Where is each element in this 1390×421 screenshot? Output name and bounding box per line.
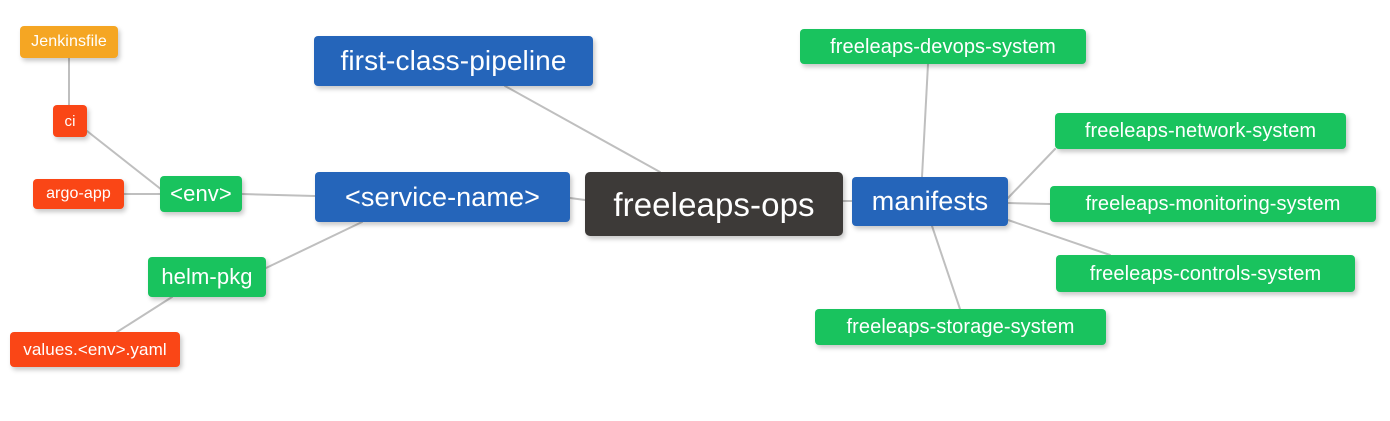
edge-manifests-networksystem: [1007, 148, 1056, 199]
node-label: first-class-pipeline: [340, 45, 567, 76]
node-freeleaps-devops-system[interactable]: freeleaps-devops-system: [800, 29, 1086, 64]
node-first-class-pipeline[interactable]: first-class-pipeline: [314, 36, 593, 86]
edge-firstclasspipeline-root: [504, 85, 661, 173]
node-label: values.<env>.yaml: [23, 340, 167, 359]
node-label: freeleaps-monitoring-system: [1085, 193, 1341, 215]
node-label: argo-app: [46, 185, 111, 202]
node-label: freeleaps-devops-system: [830, 35, 1056, 58]
node-service-name[interactable]: <service-name>: [315, 172, 570, 222]
edge-valuesyaml-helmpkg: [116, 296, 173, 333]
node-label: <service-name>: [345, 181, 540, 212]
node-label: freeleaps-ops: [613, 185, 815, 223]
node-label: Jenkinsfile: [31, 33, 107, 50]
node-argo-app[interactable]: argo-app: [33, 179, 124, 209]
node-label: <env>: [170, 181, 232, 206]
node-freeleaps-network-system[interactable]: freeleaps-network-system: [1055, 113, 1346, 149]
edge-servicename-root: [569, 197, 586, 201]
edge-manifests-storagesystem: [931, 225, 961, 310]
node-env[interactable]: <env>: [160, 176, 242, 212]
node-label: helm-pkg: [161, 264, 253, 289]
node-label: freeleaps-storage-system: [846, 316, 1075, 338]
node-freeleaps-storage-system[interactable]: freeleaps-storage-system: [815, 309, 1106, 345]
node-ci[interactable]: ci: [53, 105, 87, 137]
node-label: manifests: [871, 186, 989, 216]
node-label: freeleaps-controls-system: [1089, 262, 1322, 285]
node-label: ci: [64, 112, 76, 130]
edge-manifests-controlssystem: [1007, 219, 1111, 256]
node-freeleaps-monitoring-system[interactable]: freeleaps-monitoring-system: [1050, 186, 1376, 222]
node-label: freeleaps-network-system: [1084, 120, 1317, 142]
edge-manifests-monitoringsystem: [1007, 202, 1051, 205]
node-values-yaml[interactable]: values.<env>.yaml: [10, 332, 180, 367]
node-manifests[interactable]: manifests: [852, 177, 1008, 226]
edge-helmpkg-servicename: [265, 221, 363, 269]
edge-manifests-devopssystem: [921, 63, 929, 178]
node-freeleaps-controls-system[interactable]: freeleaps-controls-system: [1056, 255, 1355, 292]
node-jenkinsfile[interactable]: Jenkinsfile: [20, 26, 118, 58]
node-helm-pkg[interactable]: helm-pkg: [148, 257, 266, 297]
node-root-freeleaps-ops[interactable]: freeleaps-ops: [585, 172, 843, 236]
edge-env-servicename: [241, 193, 316, 197]
